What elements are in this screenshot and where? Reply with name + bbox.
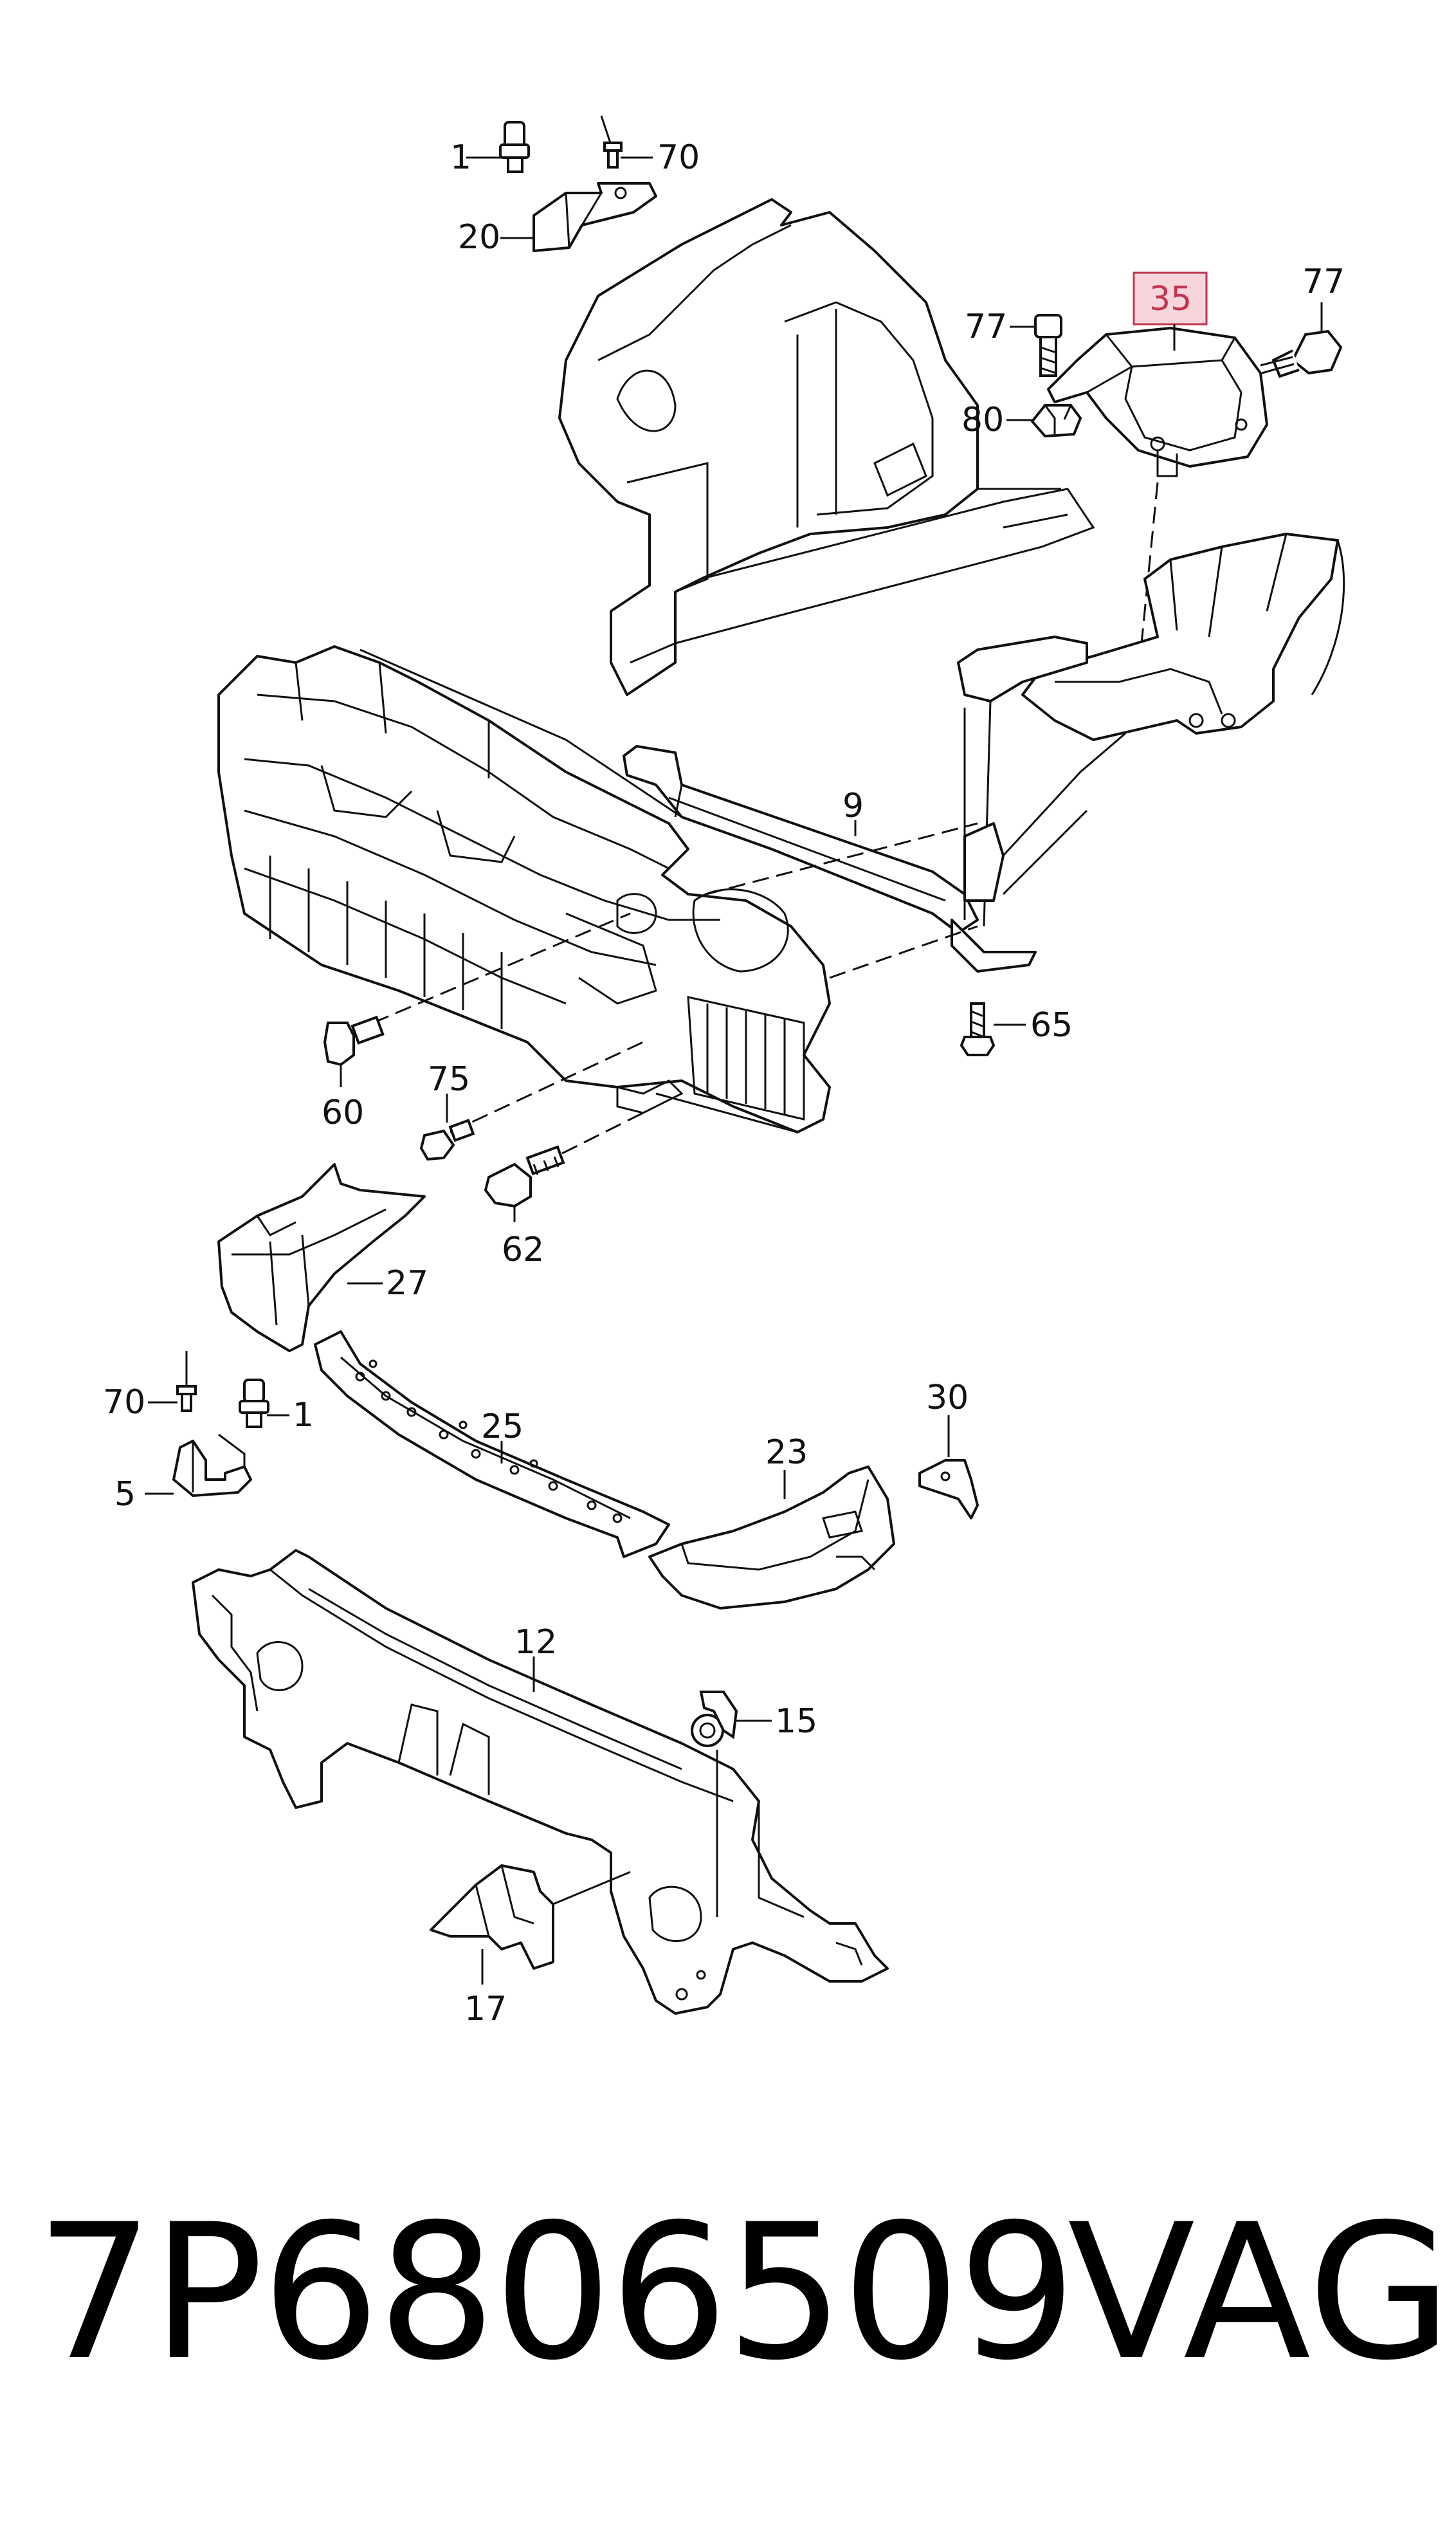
body-front-structure [558, 198, 1095, 696]
callout-17: 17 [464, 1990, 507, 2028]
callout-25: 25 [481, 1408, 523, 1446]
callout-15: 15 [775, 1702, 817, 1741]
bracket-5 [172, 1433, 252, 1497]
callout-20: 20 [458, 218, 500, 257]
callout-65: 65 [1030, 1006, 1073, 1045]
side-member-right [1021, 533, 1345, 741]
callout-27: 27 [386, 1264, 428, 1303]
mount-bracket-35 [1047, 327, 1268, 477]
callout-80: 80 [961, 401, 1004, 439]
callout-60: 60 [322, 1094, 364, 1132]
brand-name: VAG [1068, 2185, 1452, 2401]
stud-bolt-1-top [499, 121, 530, 173]
bolt-77-left [1034, 314, 1062, 377]
stud-bolt-1-bottom [239, 1379, 269, 1428]
callout-70-top: 70 [657, 138, 700, 177]
bracket-30 [918, 1459, 979, 1519]
clip-70-top [600, 115, 623, 169]
callout-1-bottom: 1 [293, 1396, 314, 1435]
lock-carrier-12 [192, 1549, 889, 2015]
callout-35-box [1133, 271, 1208, 326]
clip-70-bottom [176, 1351, 197, 1412]
bolt-62 [484, 1145, 565, 1208]
bolt-65 [960, 1002, 996, 1056]
bolt-75 [419, 1119, 475, 1161]
part-number: 7P6806509 [35, 2185, 1077, 2401]
grommet-15 [691, 1691, 738, 1747]
bracket-23 [648, 1465, 895, 1610]
nut-80 [1030, 404, 1082, 438]
bracket-27 [217, 1163, 426, 1352]
callout-23: 23 [765, 1433, 808, 1472]
callout-77-right: 77 [1302, 262, 1345, 301]
perforated-beam-25 [314, 1330, 670, 1558]
bolt-60 [323, 1015, 385, 1067]
front-carrier-assembly [217, 645, 831, 1133]
callout-5: 5 [114, 1475, 136, 1514]
callout-75: 75 [428, 1060, 470, 1099]
bracket-17 [430, 1864, 554, 1970]
callout-62: 62 [502, 1231, 544, 1269]
bracket-20 [532, 182, 657, 252]
cross-member-9 [623, 636, 1126, 973]
callout-30: 30 [926, 1379, 969, 1417]
callout-70-bottom: 70 [103, 1383, 145, 1422]
callout-35: 35 [1149, 280, 1192, 318]
callout-1-top: 1 [450, 138, 471, 177]
callout-77-left: 77 [965, 307, 1007, 346]
callout-12: 12 [514, 1623, 557, 1662]
bolt-77-right [1260, 329, 1343, 378]
callout-9: 9 [842, 787, 864, 825]
